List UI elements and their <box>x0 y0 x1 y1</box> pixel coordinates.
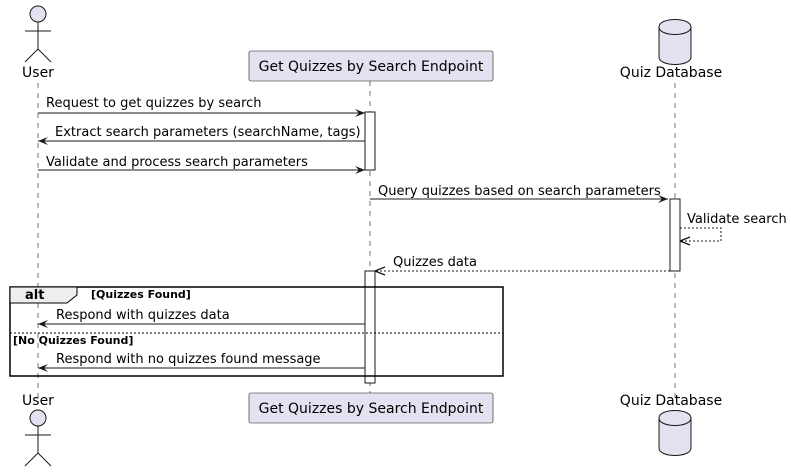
message-1-label: Request to get quizzes by search <box>46 96 262 111</box>
alt-keyword: alt <box>25 288 44 303</box>
message-2-label: Extract search parameters (searchName, t… <box>55 125 361 140</box>
message-6-label: Quizzes data <box>393 255 477 270</box>
endpoint-participant-bottom: Get Quizzes by Search Endpoint <box>248 392 494 424</box>
message-4-label: Query quizzes based on search parameters <box>378 184 661 199</box>
user-label-bottom: User <box>22 393 54 409</box>
endpoint-activation-2 <box>364 270 376 384</box>
database-label-top: Quiz Database <box>620 65 722 81</box>
user-actor-bottom: User <box>22 393 54 467</box>
user-label-top: User <box>22 65 54 81</box>
message-8-label: Respond with no quizzes found message <box>56 352 321 367</box>
database-label-bottom: Quiz Database <box>620 393 722 409</box>
actor-icon <box>29 409 47 427</box>
database-icon <box>658 19 692 65</box>
endpoint-label-bottom: Get Quizzes by Search Endpoint <box>259 401 484 417</box>
alt-guard-2: [No Quizzes Found] <box>13 334 133 347</box>
message-5-label: Validate search <box>687 212 787 227</box>
message-3-label: Validate and process search parameters <box>46 155 308 170</box>
database-icon <box>658 410 692 456</box>
actor-icon <box>29 5 47 23</box>
message-5-self-arrow <box>680 227 722 241</box>
database-participant-bottom: Quiz Database <box>620 393 722 456</box>
database-participant-top: Quiz Database <box>620 19 722 81</box>
message-7-label: Respond with quizzes data <box>56 308 230 323</box>
user-actor-top: User <box>22 5 54 81</box>
endpoint-activation-1 <box>364 111 376 171</box>
alt-tab <box>9 286 78 304</box>
database-activation <box>669 198 681 272</box>
alt-guard-1: [Quizzes Found] <box>91 288 191 301</box>
endpoint-participant-top: Get Quizzes by Search Endpoint <box>248 50 494 82</box>
alt-fragment: alt [Quizzes Found] [No Quizzes Found] <box>9 286 504 377</box>
endpoint-label-top: Get Quizzes by Search Endpoint <box>259 59 484 75</box>
